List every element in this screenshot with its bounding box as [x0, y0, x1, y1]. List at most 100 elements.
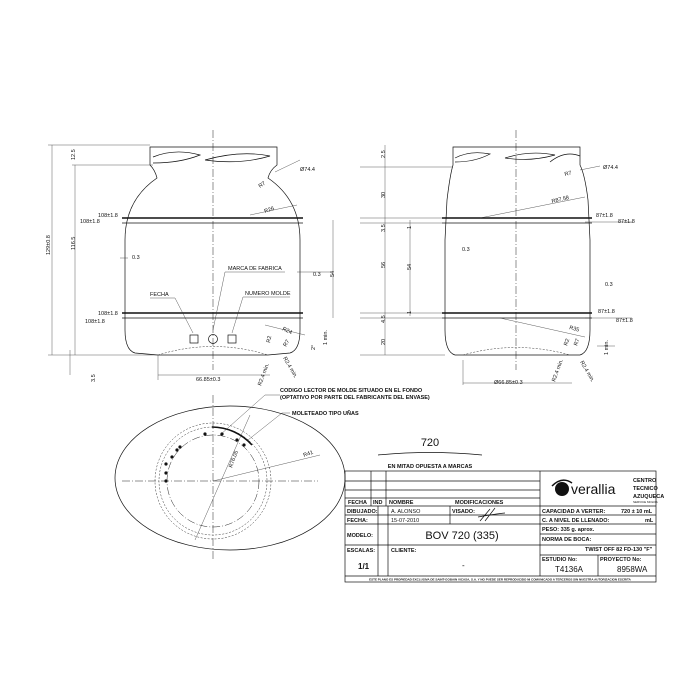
dim-band: 87±1.8	[616, 318, 633, 324]
dim-angle: 2°	[311, 345, 317, 350]
dim-label-height: 54	[407, 264, 413, 270]
dim-total-height: 129±0.8	[46, 235, 52, 255]
base-push-up	[462, 347, 571, 356]
centro-line: AZUQUECA	[633, 494, 664, 500]
dim-r-large: R87.58	[551, 195, 570, 205]
dim-band: 108±1.8	[85, 319, 105, 325]
estudio-value: T4136A	[555, 565, 584, 574]
proyecto-label: PROYECTO No:	[600, 557, 642, 563]
front-view-jar: 129±0.8 116.5 12.5 Ø74.4 R7 R26 108±1.8 …	[46, 130, 336, 387]
norma-value: TWIST OFF 82 FD-130 "F"	[585, 547, 653, 553]
centro-line: TECNICO	[633, 486, 658, 492]
dim-tolerance: 0.3	[462, 247, 470, 253]
centro-line: CENTRO	[633, 478, 657, 484]
estudio-label: ESTUDIO No:	[542, 557, 577, 563]
capacity-engraving: 720 EN MITAD OPUESTA A MARCAS	[377, 437, 483, 470]
dim-1: 1	[407, 311, 413, 314]
dibujado-label: DIBUJADO:	[347, 509, 378, 515]
dim-r7: R7	[564, 170, 572, 178]
dim-h: 30	[381, 192, 387, 198]
base-push-up	[157, 346, 269, 356]
capacidad-label: CAPACIDAD A VERTER:	[542, 509, 606, 515]
cliente-value: -	[462, 561, 465, 570]
hdr-nombre: NOMBRE	[389, 500, 414, 506]
dim-band: 87±1.8	[618, 219, 635, 225]
dim-base-diameter: 66.85±0.3	[196, 377, 220, 383]
dim-h: 2.5	[381, 150, 387, 158]
dim-tolerance: 0.3	[313, 272, 321, 278]
dim-r-inner: R76.05	[228, 450, 240, 469]
hdr-modificaciones: MODIFICACIONES	[455, 500, 504, 506]
dim-h: 3.5	[381, 224, 387, 232]
numero-molde-mark	[227, 334, 237, 344]
modelo-label: MODELO:	[347, 533, 373, 539]
fecha-label: FECHA:	[347, 518, 368, 524]
dim-1min: 1 min.	[323, 330, 329, 345]
dim-diameter-finish: Ø74.4	[603, 165, 618, 171]
mold-code-dots	[164, 432, 246, 483]
dim-r24min: R2.4 min.	[578, 360, 595, 384]
dim-r7b: R7	[573, 338, 581, 347]
escalas-value: 1/1	[358, 562, 370, 571]
dim-finish-height: 12.5	[71, 149, 77, 160]
jar-outline	[444, 146, 591, 356]
dim-1min: 1 min.	[604, 340, 610, 355]
dim-r24: R24	[281, 326, 293, 336]
dim-h: 4.5	[381, 315, 387, 323]
dim-band: 108±1.8	[98, 311, 118, 317]
dim-r24min: R2.4 min.	[257, 362, 271, 387]
proyecto-value: 8958WA	[617, 565, 648, 574]
side-view-jar: 2.5 30 3.5 56 4.5 20 54 1 1 Ø74.4 R7 R87…	[360, 130, 635, 386]
dim-band: 87±1.8	[598, 309, 615, 315]
dim-band: 108±1.8	[98, 213, 118, 219]
dim-base-diameter: Ø66.85±0.3	[494, 380, 523, 386]
dim-tolerance: 0.3	[132, 255, 140, 261]
thread	[152, 151, 271, 164]
fecha-value: 15-07-2010	[391, 518, 419, 524]
dim-band: 87±1.8	[596, 213, 613, 219]
capacidad-value: 720 ± 10 mL	[621, 509, 653, 515]
dim-band: 108±1.8	[80, 219, 100, 225]
knurling	[211, 426, 253, 446]
dim-r24min: R2.4 min.	[551, 358, 565, 383]
dim-body-height: 116.5	[71, 237, 77, 250]
peso: PESO: 335 g. aprox.	[542, 527, 595, 533]
nivel-label: C. A NIVEL DE LLENADO:	[542, 518, 609, 524]
engraving-caption: EN MITAD OPUESTA A MARCAS	[388, 464, 473, 470]
label-numero-molde: NUMERO MOLDE	[245, 291, 291, 297]
dim-h: 20	[381, 339, 387, 345]
dim-h: 56	[381, 262, 387, 268]
dim-1: 1	[407, 226, 413, 229]
dim-r-outer: R41	[303, 450, 315, 459]
signature	[477, 507, 506, 522]
logo-text: verallia	[571, 481, 616, 497]
verallia-logo: verallia	[551, 479, 616, 497]
dim-r7b: R7	[283, 339, 292, 348]
thread	[454, 152, 581, 163]
dim-tolerance: 0.3	[605, 282, 613, 288]
dibujado-value: A. ALONSO	[391, 509, 421, 515]
nivel-value: mL	[645, 518, 654, 524]
hdr-fecha: FECHA	[348, 500, 367, 506]
dim-r26: R26	[264, 206, 276, 215]
dim-base-height: 3.5	[91, 374, 97, 382]
visado-label: VISADO:	[452, 509, 475, 515]
title-block: FECHA IND NOMBRE MODIFICACIONES DIBUJADO…	[344, 470, 664, 583]
modelo-value: BOV 720 (335)	[425, 530, 498, 542]
note-codigo-lector: CODIGO LECTOR DE MOLDE SITUADO EN EL FON…	[280, 388, 423, 394]
dim-r7: R7	[258, 181, 267, 190]
engraving-capacity: 720	[421, 437, 439, 449]
dim-r2: R2	[266, 335, 273, 343]
dim-r24min: R2.4 min.	[281, 356, 298, 380]
escalas-label: ESCALAS:	[347, 548, 375, 554]
dim-label-height: 54	[330, 271, 336, 277]
fecha-mark	[189, 334, 199, 344]
dim-diameter-finish: Ø74.4	[300, 167, 315, 173]
norma-label: NORMA DE BOCA:	[542, 537, 591, 543]
cliente-label: CLIENTE:	[391, 548, 417, 554]
bottom-view: CODIGO LECTOR DE MOLDE SITUADO EN EL FON…	[114, 388, 430, 560]
dim-r2: R2	[563, 338, 571, 347]
note-moleteado: MOLETEADO TIPO UÑAS	[292, 410, 359, 417]
label-fecha: FECHA	[150, 292, 169, 298]
